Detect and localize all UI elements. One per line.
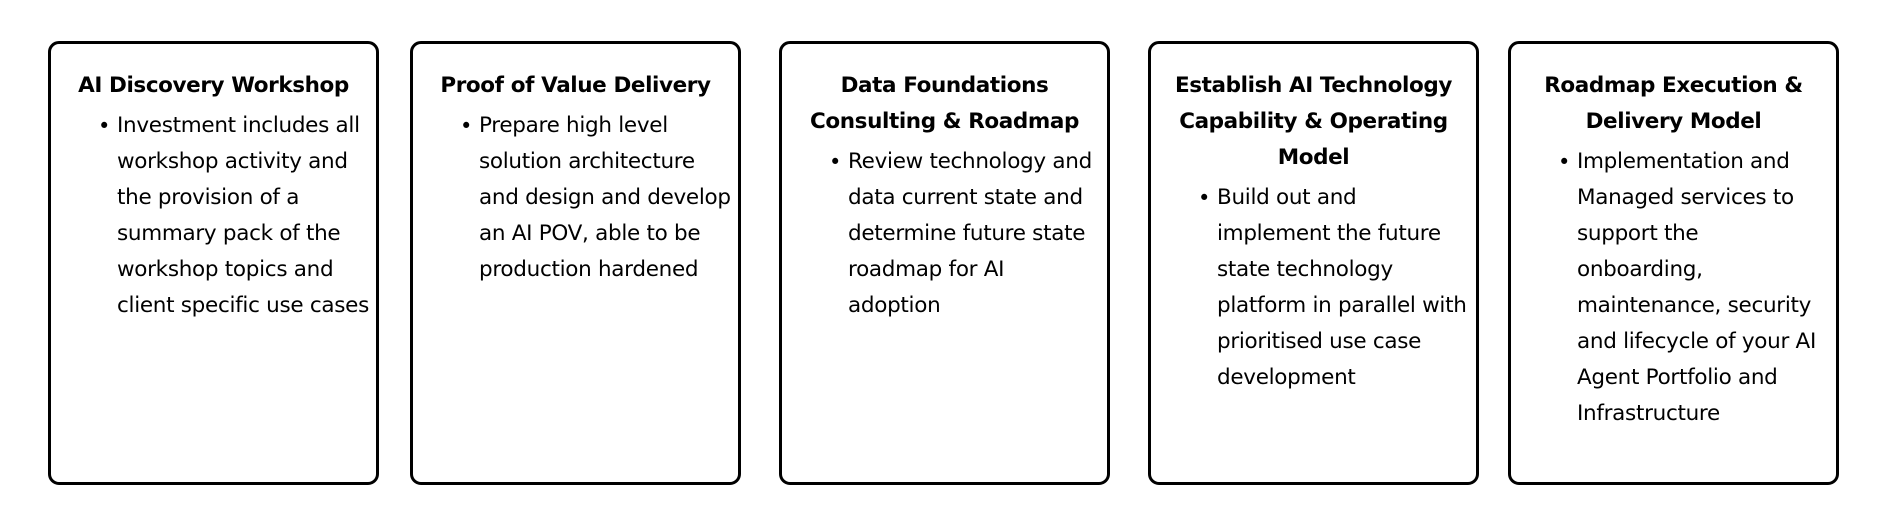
list-item: • Review technology and data current sta… (782, 144, 1107, 324)
card-bullet-text: Build out and implement the future state… (1217, 185, 1467, 390)
card-title: Roadmap Execution & Delivery Model (1544, 73, 1803, 134)
card-bullet-list: • Build out and implement the future sta… (1151, 180, 1476, 396)
list-item: • Investment includes all workshop activ… (51, 108, 376, 324)
card-bullet-list: • Prepare high level solution architectu… (413, 108, 738, 288)
bullet-icon: • (1558, 150, 1571, 174)
card-title: AI Discovery Workshop (78, 73, 349, 98)
card-bullet-text: Review technology and data current state… (848, 149, 1092, 318)
list-item: • Prepare high level solution architectu… (413, 108, 738, 288)
card-ai-discovery-workshop: AI Discovery Workshop • Investment inclu… (48, 41, 379, 485)
bullet-icon: • (829, 150, 842, 174)
bullet-icon: • (460, 114, 473, 138)
card-bullet-list: • Review technology and data current sta… (782, 144, 1107, 324)
card-title: Proof of Value Delivery (440, 73, 711, 98)
list-item: • Build out and implement the future sta… (1151, 180, 1476, 396)
bullet-icon: • (98, 114, 111, 138)
card-bullet-text: Prepare high level solution architecture… (479, 113, 731, 282)
card-roadmap-execution: Roadmap Execution & Delivery Model • Imp… (1508, 41, 1839, 485)
card-title: Data Foundations Consulting & Roadmap (810, 73, 1079, 134)
card-bullet-text: Investment includes all workshop activit… (117, 113, 369, 318)
list-item: • Implementation and Managed services to… (1511, 144, 1836, 432)
bullet-icon: • (1198, 186, 1211, 210)
card-bullet-text: Implementation and Managed services to s… (1577, 149, 1817, 426)
card-data-foundations: Data Foundations Consulting & Roadmap • … (779, 41, 1110, 485)
card-bullet-list: • Investment includes all workshop activ… (51, 108, 376, 324)
card-title: Establish AI Technology Capability & Ope… (1175, 73, 1452, 170)
card-establish-ai-technology: Establish AI Technology Capability & Ope… (1148, 41, 1479, 485)
card-proof-of-value-delivery: Proof of Value Delivery • Prepare high l… (410, 41, 741, 485)
card-bullet-list: • Implementation and Managed services to… (1511, 144, 1836, 432)
